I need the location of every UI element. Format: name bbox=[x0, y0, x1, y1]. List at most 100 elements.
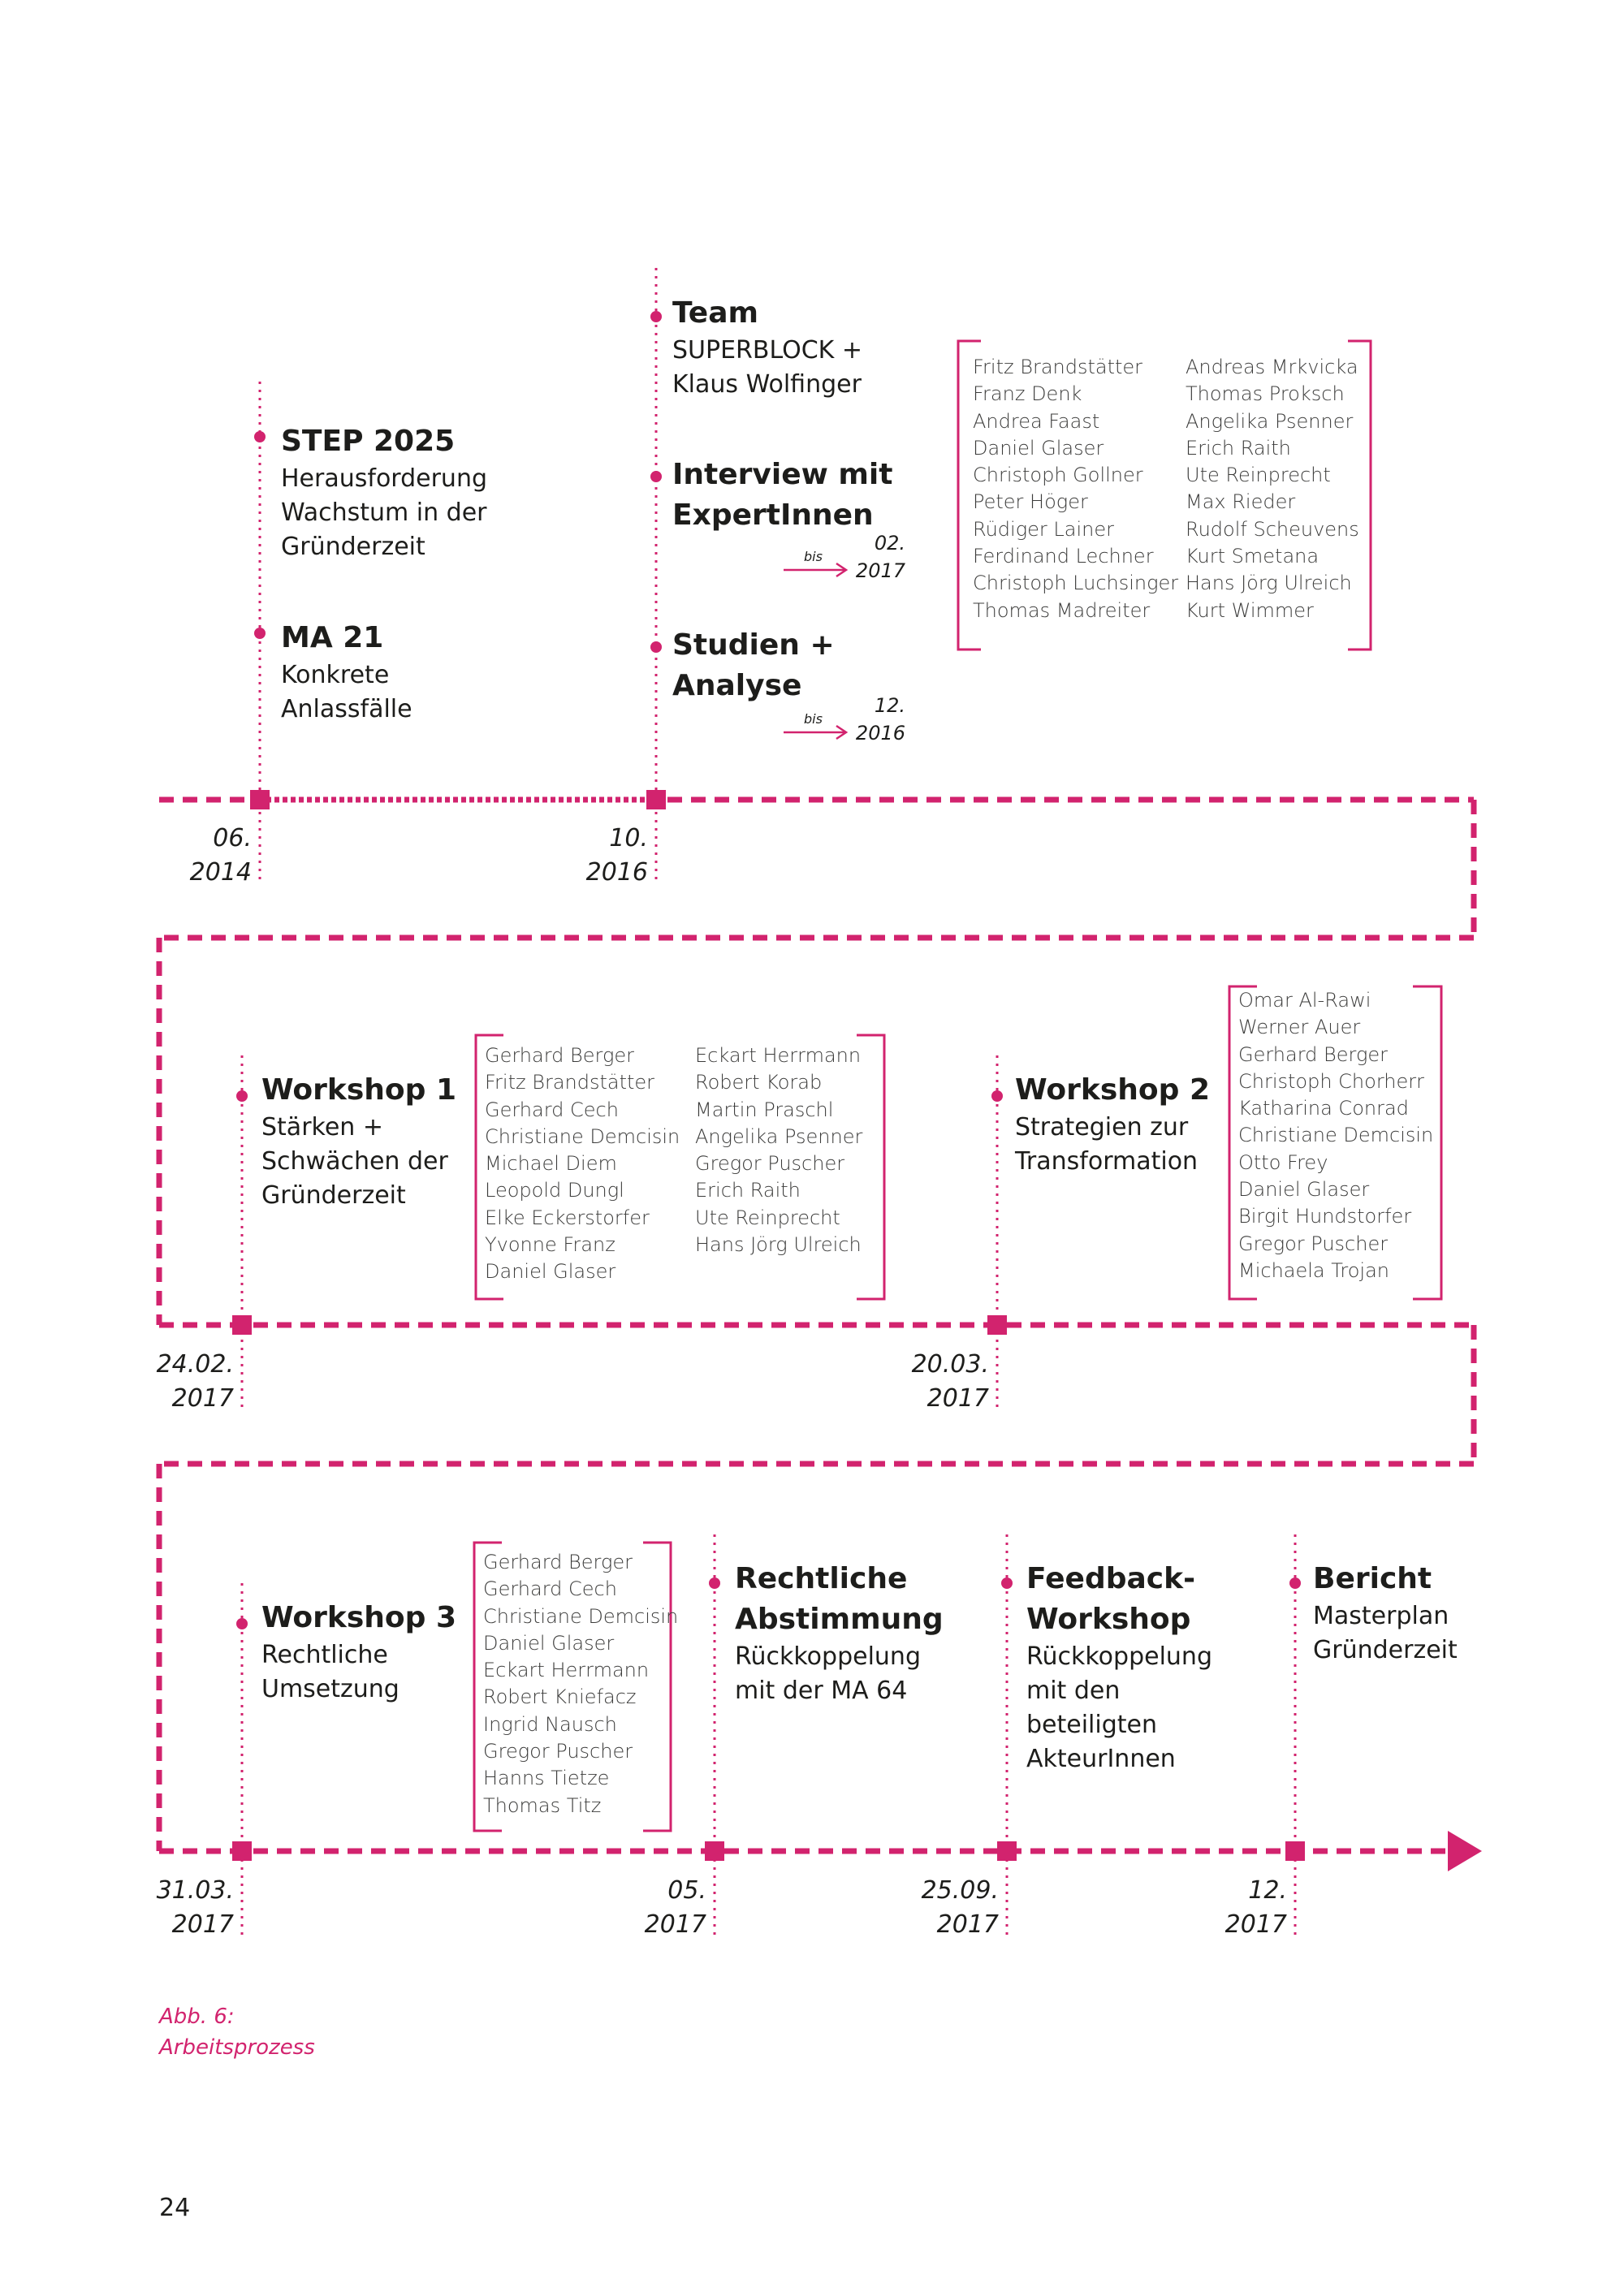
text-line: Michael Diem bbox=[485, 1152, 617, 1176]
square-bericht bbox=[1285, 1841, 1305, 1861]
text-line: Wachstum in der bbox=[281, 498, 487, 527]
text-line: Strategien zur bbox=[1015, 1113, 1189, 1142]
text-line: mit den bbox=[1026, 1677, 1121, 1705]
text-line: Christoph Chorherr bbox=[1238, 1069, 1424, 1093]
text-line: Gerhard Cech bbox=[483, 1577, 617, 1601]
text-line: Katharina Conrad bbox=[1238, 1097, 1409, 1120]
text-line: Elke Eckerstorfer bbox=[485, 1206, 650, 1229]
text-line: Gerhard Berger bbox=[1238, 1042, 1388, 1066]
text-line: Gerhard Cech bbox=[485, 1098, 619, 1121]
text-line: Gerhard Berger bbox=[483, 1551, 633, 1573]
text-line: 20.03. bbox=[911, 1350, 989, 1379]
text-line: Transformation bbox=[1015, 1147, 1199, 1176]
text-line: 2014 bbox=[189, 858, 252, 887]
text-line: Konkrete bbox=[281, 661, 390, 689]
text-line: Andreas Mrkvicka bbox=[1186, 356, 1358, 378]
text-line: Studien + bbox=[672, 628, 835, 662]
text-line: 25.09. bbox=[921, 1876, 999, 1905]
dot-studien bbox=[650, 641, 662, 653]
dot-workshop3 bbox=[236, 1618, 248, 1629]
milestone-workshop1: Workshop 1 Stärken + Schwächen der Gründ… bbox=[261, 1070, 456, 1213]
text-line: Martin Praschl bbox=[695, 1098, 834, 1121]
text-line: 2017 bbox=[644, 1910, 706, 1939]
text-line: Gründerzeit bbox=[281, 533, 425, 561]
text-line: Christiane Demcisin bbox=[485, 1124, 680, 1148]
text-line: Daniel Glaser bbox=[483, 1631, 615, 1655]
milestone-rechtliche-abstimmung: Rechtliche Abstimmung Rückkoppelung mit … bbox=[735, 1559, 944, 1708]
text-line: 2017 bbox=[171, 1910, 234, 1939]
text-line: beteiligten bbox=[1026, 1711, 1158, 1739]
bis-label: bis bbox=[804, 549, 823, 564]
text-line: Workshop bbox=[1026, 1603, 1191, 1636]
text-line: Otto Frey bbox=[1238, 1150, 1328, 1174]
bis-date-studien: 12. 2016 bbox=[840, 692, 905, 747]
text-line: Christoph Gollner bbox=[973, 464, 1143, 487]
date-rechtliche: 05. 2017 bbox=[560, 1874, 706, 1942]
text-line: Analyse bbox=[672, 669, 802, 702]
text-line: Eckart Herrmann bbox=[483, 1659, 650, 1682]
date-bericht: 12.2017 bbox=[1141, 1874, 1287, 1942]
milestone-title: Workshop 1 bbox=[261, 1073, 456, 1107]
text-line: Ferdinand Lechner bbox=[973, 545, 1154, 568]
text-line: 2016 bbox=[855, 722, 905, 744]
text-line: Yvonne Franz bbox=[485, 1233, 615, 1257]
text-line: Fritz Brandstätter bbox=[973, 356, 1143, 378]
dot-ma21 bbox=[254, 628, 266, 639]
text-line: Thomas Madreiter bbox=[973, 598, 1151, 622]
bis-label: bis bbox=[804, 711, 823, 727]
text-line: Feedback- bbox=[1026, 1562, 1196, 1595]
square-2016 bbox=[646, 790, 666, 809]
text-line: Gründerzeit bbox=[1313, 1636, 1458, 1664]
text-line: Rechtliche bbox=[735, 1562, 908, 1595]
text-line: 02. bbox=[874, 532, 905, 555]
text-line: Abstimmung bbox=[735, 1603, 944, 1636]
text-line: Rechtliche bbox=[261, 1641, 388, 1669]
text-line: Birgit Hundstorfer bbox=[1238, 1205, 1412, 1228]
text-line: Stärken + bbox=[261, 1113, 383, 1142]
milestone-workshop3: Workshop 3 Rechtliche Umsetzung bbox=[261, 1598, 456, 1707]
date-workshop2: 20.03.2017 bbox=[843, 1348, 989, 1416]
text-line: Gregor Puscher bbox=[695, 1152, 845, 1176]
milestone-interview: Interview mit ExpertInnen bbox=[672, 455, 892, 536]
square-rechtliche bbox=[705, 1841, 724, 1861]
text-line: 05. bbox=[667, 1876, 706, 1905]
text-line: Daniel Glaser bbox=[973, 436, 1104, 460]
text-line: Arbeitsprozess bbox=[159, 2035, 315, 2060]
milestone-step2025: STEP 2025 Herausforderung Wachstum in de… bbox=[281, 421, 487, 564]
text-line: Rüdiger Lainer bbox=[973, 517, 1114, 541]
milestone-title: MA 21 bbox=[281, 621, 384, 654]
date-workshop3: 31.03. 2017 bbox=[88, 1874, 234, 1942]
square-ws2 bbox=[987, 1315, 1007, 1335]
text-line: 31.03. bbox=[156, 1876, 234, 1905]
dot-workshop1 bbox=[236, 1090, 248, 1102]
square-2014 bbox=[250, 790, 270, 809]
text-line: Klaus Wolfinger bbox=[672, 370, 862, 399]
milestone-title: STEP 2025 bbox=[281, 425, 456, 458]
bracket-team-right bbox=[1348, 339, 1372, 651]
text-line: Erich Raith bbox=[695, 1179, 801, 1202]
text-line: Abb. 6: bbox=[159, 2005, 235, 2029]
text-line: Omar Al-Rawi bbox=[1238, 989, 1371, 1012]
text-line: Interview mit bbox=[672, 458, 893, 491]
text-line: Ute Reinprecht bbox=[1186, 464, 1331, 487]
text-line: Gründerzeit bbox=[261, 1181, 406, 1210]
text-line: Umsetzung bbox=[261, 1675, 400, 1703]
text-line: Fritz Brandstätter bbox=[485, 1071, 655, 1094]
dot-workshop2 bbox=[991, 1090, 1003, 1102]
square-ws1 bbox=[232, 1315, 252, 1335]
text-line: Herausforderung bbox=[281, 464, 488, 493]
text-line: 2017 bbox=[855, 559, 905, 582]
milestone-workshop2: Workshop 2 Strategien zur Transformation bbox=[1015, 1070, 1210, 1179]
text-line: mit der MA 64 bbox=[735, 1677, 908, 1705]
dot-team bbox=[650, 311, 662, 322]
text-line: 2017 bbox=[171, 1384, 234, 1413]
text-line: SUPERBLOCK + bbox=[672, 336, 863, 365]
milestone-studien: Studien + Analyse bbox=[672, 625, 835, 706]
text-line: 06. bbox=[213, 824, 252, 852]
text-line: Daniel Glaser bbox=[485, 1260, 616, 1284]
text-line: Eckart Herrmann bbox=[695, 1044, 862, 1067]
text-line: Gregor Puscher bbox=[483, 1740, 633, 1763]
